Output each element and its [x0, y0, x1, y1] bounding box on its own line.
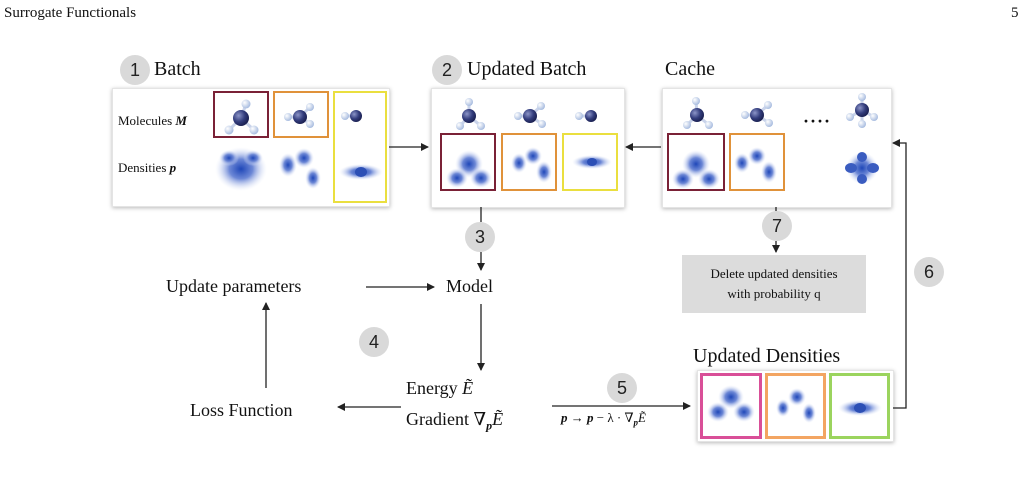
density-icon — [672, 150, 720, 189]
step-3-badge: 3 — [465, 222, 495, 252]
energy-node: Energy Ẽ — [406, 378, 474, 398]
molecule-icon — [456, 98, 485, 130]
delete-line-1: Delete updated densities — [710, 266, 838, 281]
page-number: 5 — [1011, 5, 1019, 21]
cache-title: Cache — [665, 58, 715, 80]
molecule-icon — [683, 97, 713, 129]
density-icon — [838, 400, 882, 416]
delete-line-2: with probability q — [727, 286, 821, 301]
density-icon — [572, 155, 612, 169]
gradient-node: Gradient ∇pẼ — [406, 409, 504, 433]
density-icon — [707, 385, 755, 422]
step-6-badge: 6 — [914, 257, 944, 287]
batch-molecule-box-3 — [333, 91, 387, 203]
model-node: Model — [446, 276, 493, 296]
step-1-badge: 1 — [120, 55, 150, 85]
densities-label: Densities p — [118, 160, 177, 175]
update-parameters-node: Update parameters — [166, 276, 302, 296]
molecule-icon — [284, 103, 314, 128]
density-icon — [511, 147, 552, 183]
density-icon — [446, 150, 492, 188]
cache-ellipsis: ···· — [803, 111, 832, 131]
step-5-badge: 5 — [607, 373, 637, 403]
step-2-badge: 2 — [432, 55, 462, 85]
density-icon — [776, 388, 816, 423]
updated-batch-title: Updated Batch — [467, 58, 587, 80]
updated-densities-title: Updated Densities — [693, 345, 841, 367]
running-header: Surrogate Functionals — [4, 5, 137, 21]
delete-densities-box: Delete updated densities with probabilit… — [682, 255, 866, 313]
molecules-label: Molecules M — [118, 113, 187, 128]
molecule-icon — [575, 110, 597, 122]
updated-density-box-2 — [765, 373, 826, 439]
molecule-icon — [514, 102, 546, 128]
step-4-badge: 4 — [359, 327, 389, 357]
molecule-icon — [341, 110, 362, 122]
molecule-icon — [741, 101, 773, 127]
density-icon — [845, 152, 879, 184]
molecule-icon — [846, 93, 878, 128]
density-icon — [734, 147, 777, 183]
step-7-badge: 7 — [762, 211, 792, 241]
batch-title: Batch — [154, 58, 201, 80]
cache-panel: ···· — [662, 88, 892, 208]
molecule-icon — [224, 99, 259, 135]
arrow-updated-densities-to-cache — [892, 139, 907, 409]
update-rule: p → p − λ · ∇pẼ — [561, 410, 646, 428]
density-icon — [215, 147, 267, 191]
loss-function-node: Loss Function — [190, 400, 293, 420]
density-icon — [339, 164, 383, 180]
density-icon — [279, 148, 321, 189]
